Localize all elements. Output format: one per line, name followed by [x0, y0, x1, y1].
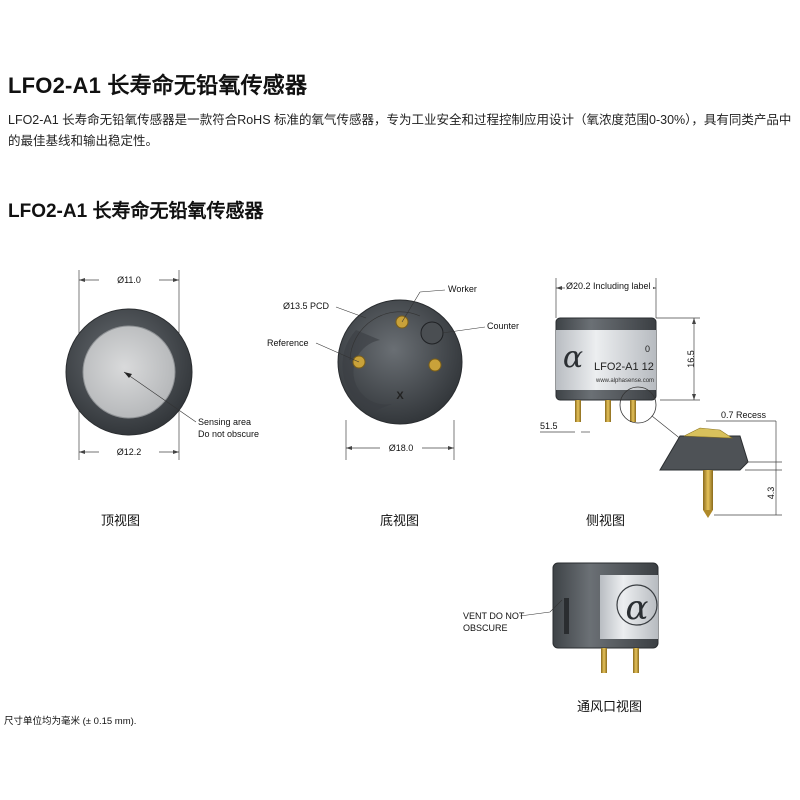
units-footnote: 尺寸单位均为毫米 (± 0.15 mm).	[4, 716, 137, 727]
label-url-text: www.alphasense.com	[595, 378, 654, 384]
sensing-area	[82, 325, 176, 419]
side-view-drawing: Ø20.2 Including label α LFO2-A1 12 0 www…	[540, 278, 782, 518]
bottom-dim-label: Ø12.2	[117, 447, 142, 457]
side-pin-2	[605, 400, 611, 422]
worker-label: Worker	[448, 284, 477, 294]
side-pin-3	[630, 400, 636, 422]
recess-label: 0.7 Recess	[721, 410, 767, 420]
vent-label-1: VENT DO NOT	[463, 611, 525, 621]
side-view-caption: 侧视图	[586, 513, 626, 528]
counter-pin	[428, 358, 442, 372]
pin-length-label: 4.3	[766, 487, 776, 500]
recess-detail	[659, 435, 749, 471]
top-dim-label: Ø11.0	[117, 275, 141, 285]
side-pin-1	[575, 400, 581, 422]
vent-pin-2	[633, 648, 639, 673]
bottom-view-caption: 底视图	[380, 513, 420, 528]
top-view-drawing: Ø11.0 Sensing area Do not obscure Ø12.2	[65, 270, 259, 460]
top-view-caption: 顶视图	[101, 513, 141, 528]
base-mark: X	[396, 390, 404, 402]
product-description: LFO2-A1 长寿命无铅氧传感器是一款符合RoHS 标准的氧气传感器，专为工业…	[8, 113, 792, 148]
label-model-text: LFO2-A1 12	[594, 361, 654, 373]
obscure-label: Do not obscure	[198, 429, 259, 439]
vent-view-drawing: α VENT DO NOT OBSCURE	[463, 562, 659, 673]
vent-logo-alpha-icon: α	[626, 588, 649, 628]
page-title: LFO2-A1 长寿命无铅氧传感器	[8, 73, 308, 98]
product-label	[556, 330, 656, 390]
pin-spacing-label: 51.5	[540, 421, 558, 431]
logo-alpha-icon: α	[563, 340, 583, 375]
counter-socket	[420, 321, 444, 345]
recess-pin	[703, 470, 713, 510]
vent-view-caption: 通风口视图	[577, 699, 643, 714]
vent-pin-1	[601, 648, 607, 673]
height-dim-label: 16.5	[686, 350, 696, 368]
bottom-view-drawing: X Ø13.5 PCD Worker Counter Reference Ø18…	[267, 284, 519, 460]
label-code-text: 0	[645, 344, 650, 354]
base-dim-label: Ø18.0	[389, 443, 414, 453]
counter-label: Counter	[487, 321, 519, 331]
section-title: LFO2-A1 长寿命无铅氧传感器	[8, 201, 264, 222]
vent-label-2: OBSCURE	[463, 623, 508, 633]
vent-slot	[564, 598, 569, 634]
reference-label: Reference	[267, 338, 309, 348]
sensing-label: Sensing area	[198, 417, 251, 427]
pcd-label: Ø13.5 PCD	[283, 301, 330, 311]
side-dim-label: Ø20.2 Including label	[566, 281, 651, 291]
